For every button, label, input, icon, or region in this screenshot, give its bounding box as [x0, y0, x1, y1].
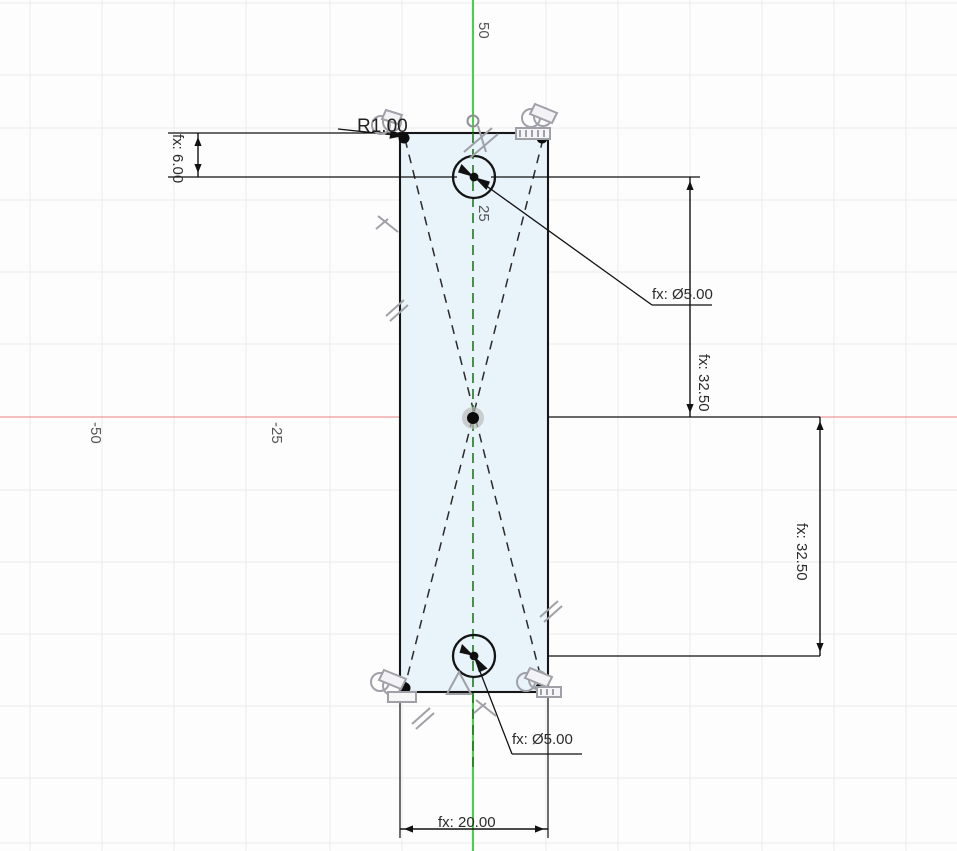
dimension-label-top-offset[interactable]: fx: 6.00 — [169, 134, 186, 184]
dimension-label-upper-hole-pos[interactable]: fx: 32.50 — [695, 354, 712, 412]
leader-line-lower — [473, 655, 513, 755]
y-axis-tick-label-25: 25 — [475, 205, 492, 222]
dimension-top-offset[interactable] — [168, 132, 457, 178]
dimension-lower-hole-pos[interactable] — [548, 417, 824, 657]
diam-arrow-upper-nw — [458, 164, 474, 177]
constraint-parallel-right[interactable] — [539, 600, 563, 623]
leader-arrow-upper — [474, 177, 490, 190]
constraint-perpendicular-bottom[interactable] — [473, 699, 497, 717]
constraint-fix-top-right[interactable] — [515, 127, 551, 140]
arrow-32b-bottom — [816, 643, 824, 652]
arrow-32a-top — [686, 181, 694, 190]
x-axis-tick-label-minus25: -25 — [268, 422, 285, 444]
dimension-plate-width[interactable] — [399, 692, 549, 838]
constraint-perpendicular-top[interactable] — [463, 125, 499, 159]
arrow-20-left — [404, 825, 413, 833]
dimension-label-lower-hole-pos[interactable]: fx: 32.50 — [793, 523, 810, 581]
dimension-label-plate-width[interactable]: fx: 20.00 — [438, 814, 496, 831]
arrow-32a-bottom — [686, 404, 694, 413]
construction-diag-1 — [404, 138, 544, 687]
constraint-fix-bottom-right[interactable] — [536, 686, 562, 698]
constraint-coincident-top-left[interactable] — [371, 108, 404, 135]
arrow-20-right — [535, 825, 544, 833]
y-axis-tick-label-50: 50 — [475, 22, 492, 39]
constraint-midpoint-top[interactable] — [466, 114, 480, 128]
dimension-label-lower-hole-dia[interactable]: fx: Ø5.00 — [512, 731, 573, 748]
lower-hole[interactable] — [451, 633, 497, 679]
arrow-32b-top — [816, 421, 824, 430]
origin-point[interactable] — [467, 412, 479, 424]
constraint-parallel-left[interactable] — [385, 299, 409, 322]
dimension-label-upper-hole-dia[interactable]: fx: Ø5.00 — [652, 286, 713, 303]
constraint-coincident-top-right[interactable] — [521, 102, 559, 128]
arrow-6-bottom — [194, 164, 202, 173]
dimension-upper-hole-pos[interactable] — [491, 176, 820, 418]
plate-profile-outline[interactable] — [398, 131, 550, 694]
leader-line-upper — [473, 176, 653, 306]
constraint-fix-bottom-left[interactable] — [387, 691, 417, 703]
construction-geometry[interactable] — [404, 133, 544, 770]
dimension-label-corner-radius[interactable]: R1.00 — [357, 116, 408, 137]
dimension-lower-hole-dia[interactable] — [459, 644, 583, 755]
constraint-perpendicular-left[interactable] — [375, 215, 399, 233]
construction-diag-2 — [404, 138, 544, 687]
constraint-parallel-bottom-left[interactable] — [411, 707, 435, 730]
x-axis-tick-label-minus50: -50 — [87, 422, 104, 444]
dimension-upper-hole-dia[interactable] — [458, 164, 712, 306]
leader-arrow-lower — [474, 656, 488, 673]
diam-arrow-lower-nw — [459, 644, 474, 656]
constraint-equal-bottom[interactable] — [445, 669, 473, 695]
constraint-glyph-layer[interactable] — [370, 102, 563, 730]
arrow-6-top — [194, 137, 202, 146]
